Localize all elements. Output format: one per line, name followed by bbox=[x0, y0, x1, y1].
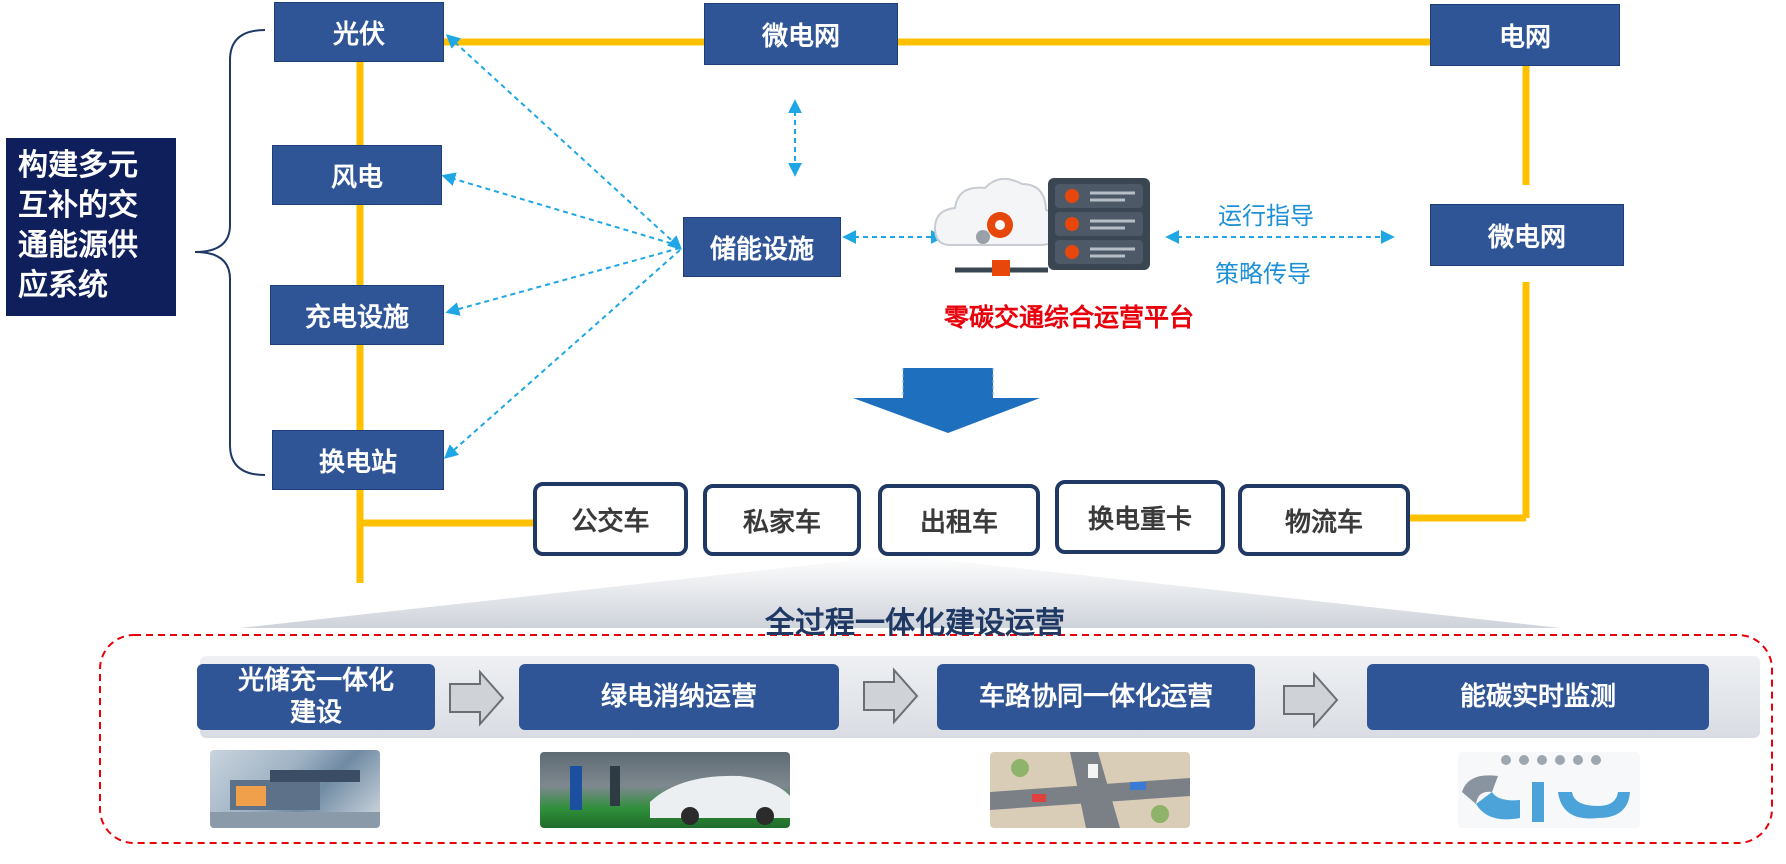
system-label-line: 互补的交 bbox=[18, 188, 138, 223]
down-arrow-icon bbox=[853, 368, 1040, 433]
gray-right-arrow-icon bbox=[449, 667, 1339, 729]
system-label: 构建多元 互补的交 通能源供 应系统 bbox=[6, 138, 176, 316]
microgrid-right-box: 微电网 bbox=[1430, 204, 1624, 266]
grid-box: 电网 bbox=[1430, 4, 1620, 66]
storage-box: 储能设施 bbox=[683, 217, 841, 277]
pv-station-photo bbox=[210, 750, 380, 828]
vehicle-bus: 公交车 bbox=[533, 482, 688, 556]
process-container bbox=[99, 634, 1773, 844]
charging-box: 充电设施 bbox=[270, 285, 444, 345]
vehicle-road-photo bbox=[990, 752, 1190, 828]
system-label-line: 构建多元 bbox=[18, 148, 138, 183]
stage-vehicle-road: 车路协同一体化运营 bbox=[937, 664, 1255, 730]
microgrid-top-box: 微电网 bbox=[704, 3, 898, 65]
cloud-gear-icon bbox=[933, 177, 1062, 246]
left-brace bbox=[194, 29, 266, 476]
dashed-arrows bbox=[441, 34, 1395, 459]
stage-pv-storage-charging: 光储充一体化 建设 bbox=[197, 664, 435, 730]
system-label-line: 应系统 bbox=[18, 268, 108, 303]
operation-guidance-label: 运行指导 bbox=[1218, 202, 1314, 230]
stage-green-power: 绿电消纳运营 bbox=[519, 664, 839, 730]
stage-line: 光储充一体化 bbox=[237, 666, 394, 696]
swap-station-box: 换电站 bbox=[272, 430, 444, 490]
strategy-transmission-label: 策略传导 bbox=[1215, 260, 1311, 288]
pv-box: 光伏 bbox=[274, 2, 444, 62]
vehicle-swap-heavy-truck: 换电重卡 bbox=[1055, 480, 1225, 554]
ev-charging-photo bbox=[540, 752, 790, 828]
wind-box: 风电 bbox=[272, 145, 442, 205]
energy-carbon-dashboard-photo bbox=[1458, 752, 1640, 828]
server-rack-icon bbox=[955, 178, 1150, 276]
stage-energy-carbon: 能碳实时监测 bbox=[1367, 664, 1709, 730]
system-label-line: 通能源供 bbox=[18, 228, 138, 263]
funnel-shape bbox=[240, 555, 1560, 628]
vehicle-taxi: 出租车 bbox=[878, 484, 1040, 556]
process-title: 全过程一体化建设运营 bbox=[765, 606, 1065, 641]
vehicle-private-car: 私家车 bbox=[703, 484, 861, 556]
platform-name: 零碳交通综合运营平台 bbox=[944, 303, 1195, 332]
vehicle-logistics: 物流车 bbox=[1238, 484, 1410, 556]
stage-line: 建设 bbox=[289, 698, 342, 728]
